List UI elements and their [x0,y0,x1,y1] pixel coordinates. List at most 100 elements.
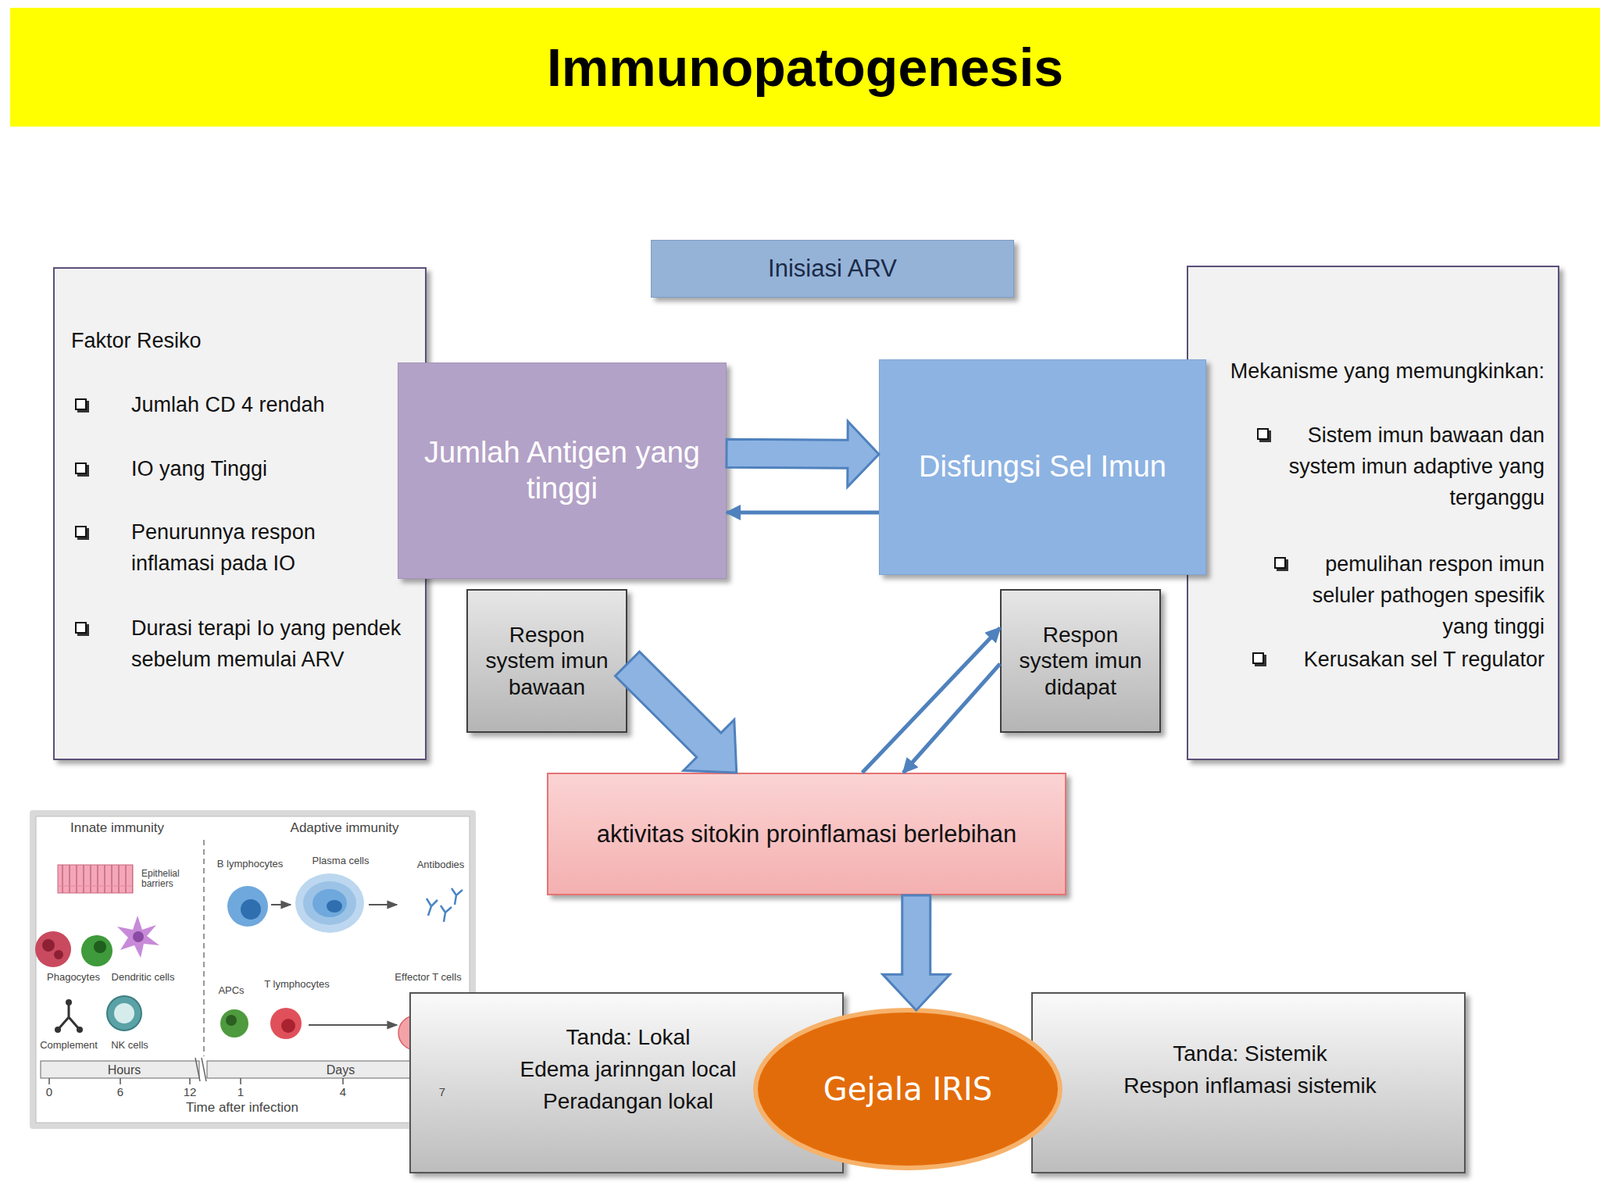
checkbox-bullet [1257,428,1269,440]
illustration-label: Time after infection [185,1100,299,1116]
node-body-text: Kerusakan sel T regulator [1247,643,1545,675]
axis-tick [49,1078,443,1085]
process-arrow [271,903,291,906]
illustration-label: Plasma cells [312,854,370,867]
t-cell-symbol [270,1007,302,1040]
title-band: Immunopatogenesis [10,7,1600,127]
checkbox-bullet [75,525,87,538]
node-text: Respon system imun didapat [1010,621,1151,701]
plasma-cell-symbol [295,873,365,933]
phagocyte-symbol [35,931,72,968]
response-box: Respon system imun didapat [1000,589,1161,733]
checkbox-bullet [75,398,87,411]
node-body-text: pemulihan respon imun seluler pathogen s… [1278,548,1545,643]
nk-cell-symbol [107,996,142,1031]
complement-symbol [57,1002,80,1030]
complement-symbol [76,1026,83,1033]
illustration-label: 1 [237,1085,244,1099]
complement-symbol [54,1026,61,1033]
block-arrow [726,421,879,487]
phagocyte-symbol [53,950,64,960]
checkbox-bullet [1274,557,1286,569]
process-box: Inisiasi ARV [650,239,1015,298]
node-text: Faktor Resiko [71,325,415,357]
node-body-text: Respon inflamasi sistemik [1032,1070,1468,1102]
node-text: aktivitas sitokin proinflamasi berlebiha… [557,819,1058,849]
checkbox-bullet [75,621,87,634]
axis-break [195,1057,207,1082]
process-arrow [308,1024,397,1026]
node-text: Jumlah Antigen yang tinggi [414,435,711,507]
process-box: aktivitas sitokin proinflamasi berlebiha… [546,772,1067,896]
illustration-label: Complement [39,1039,98,1051]
checkbox-bullet [1252,652,1265,665]
b-cell-symbol [240,899,261,920]
illustration-label: Days [326,1063,355,1078]
illustration-label: T lymphocytes [264,978,330,990]
phagocyte-symbol [42,939,55,952]
mechanism-box: Mekanisme yang memungkinkan: Sistem imun … [1186,265,1560,761]
dendritic-cell-symbol [117,915,160,958]
t-cell-symbol [281,1018,296,1033]
connector-arrow [862,628,1000,773]
illustration-label: 0 [46,1085,53,1099]
node-body-text: Durasi terapi Io yang pendek sebelum mem… [131,612,421,675]
ellipse-shape [755,1010,1061,1168]
plasma-cell-symbol [326,900,343,913]
timeline-bar [40,1060,200,1079]
illustration-label: 7 [439,1085,446,1099]
node-text: Gejala IRIS [767,1070,1049,1108]
node-text: Mekanisme yang memungkinkan: [1200,355,1545,387]
node-text: Respon system imun bawaan [476,621,618,701]
block-arrow [882,895,950,1011]
block-arrow [614,651,736,773]
node-text: Inisiasi ARV [660,253,1005,283]
apc-symbol [225,1014,237,1026]
illustration-label: Innate immunity [70,820,165,836]
title-text: Immunopatogenesis [10,7,1600,127]
dendritic-cell-symbol [132,931,144,943]
illustration-label: APCs [217,984,244,997]
node-body-text: Penurunnya respon inflamasi pada IO [131,516,366,579]
panel-frame [35,816,470,1123]
illustration-label: 4 [339,1085,347,1099]
symptom-ellipse: Gejala IRIS [752,1007,1064,1172]
illustration-label: B lymphocytes [217,857,284,870]
node-body-text: Sistem imun bawaan dan system imun adapt… [1278,419,1545,514]
illustration-label: 6 [117,1085,124,1099]
illustration-label: Adaptive immunity [290,820,400,836]
process-arrow [368,903,397,906]
illustration-label: Dendritic cells [111,971,175,983]
checkbox-bullet [75,462,87,475]
antibody-symbol [426,888,463,922]
epithelium-symbol [57,864,133,893]
phagocyte-symbol [81,935,113,967]
illustration-label: NK cells [110,1039,149,1051]
node-text: Disfungsi Sel Imun [890,449,1196,486]
complement-symbol [65,999,72,1006]
node-text: Tanda: Sistemik [1032,1038,1468,1070]
node-body-text: IO yang Tinggi [131,453,413,485]
illustration-label: Effector T cells [394,971,461,983]
apc-symbol [220,1009,249,1038]
illustration-label: Antibodies [417,858,465,871]
plasma-cell-symbol [312,889,347,918]
connector-arrow [903,664,1000,773]
process-box: Jumlah Antigen yang tinggi [397,362,727,579]
nk-cell-symbol [114,1003,135,1024]
node-body-text: Jumlah CD 4 rendah [131,389,413,421]
illustration-label: 12 [183,1085,197,1099]
phagocyte-symbol [93,940,107,954]
process-box: Disfungsi Sel Imun [878,359,1207,575]
illustration-label: Phagocytes [46,971,100,983]
divider-line [203,839,205,1057]
risk-factor-box: Faktor ResikoJumlah CD 4 rendah IO yang T… [53,267,427,761]
response-box: Respon system imun bawaan [466,589,628,733]
illustration-label: Epithelial barriers [141,868,186,890]
sign-box: Tanda: SistemikRespon inflamasi sistemik [1031,992,1466,1174]
illustration-label: Hours [107,1063,142,1078]
plasma-cell-symbol [303,881,357,925]
b-cell-symbol [227,885,268,927]
connector-arrow [726,510,879,515]
